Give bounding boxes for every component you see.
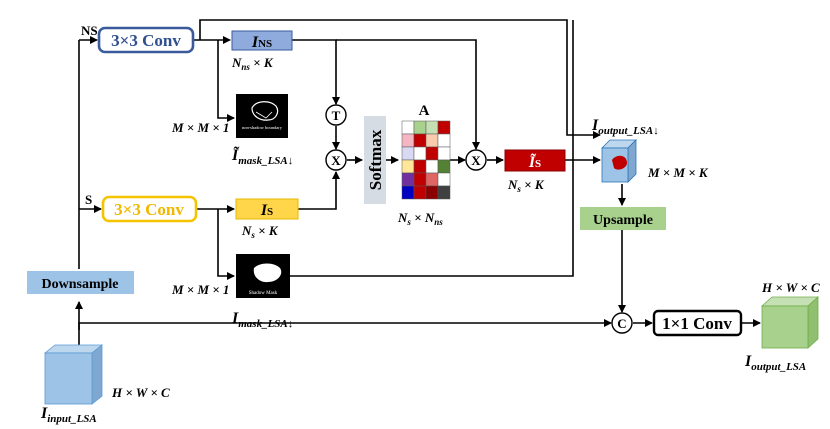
connectors (75, 19, 761, 345)
attention-cell (437, 146, 451, 161)
downsample-label: Downsample (41, 277, 118, 292)
attention-cell (437, 185, 451, 200)
input-cube (43, 344, 104, 405)
attention-cell (437, 133, 451, 148)
attention-cell (425, 133, 439, 148)
op-c: C (611, 312, 633, 334)
softmax-label: Softmax (366, 129, 385, 190)
downsample-block: Downsample (27, 271, 134, 294)
attention-cell (425, 120, 439, 135)
attention-cell (413, 159, 427, 174)
upsample-label: Upsample (593, 213, 653, 228)
edge-mask-loop (290, 20, 574, 277)
i-s-block: IS (235, 198, 299, 220)
op-t: T (325, 104, 347, 126)
attention-cell (413, 172, 427, 187)
i-ns-block: INS (231, 30, 293, 51)
edge-residual-to-output (199, 19, 601, 139)
conv-ns-box: 3×3 Conv (97, 26, 195, 54)
s-branch-label: S (85, 192, 92, 207)
attention-matrix (401, 120, 451, 200)
svg-text:X: X (331, 153, 341, 168)
edge-ins-to-x2 (336, 39, 480, 150)
i-input-label: Iinput_LSA (40, 405, 97, 425)
attention-cell (437, 172, 451, 187)
edge-conv-ns-to-mask-top (217, 40, 235, 122)
attention-cell (425, 159, 439, 174)
svg-text:X: X (471, 153, 481, 168)
i-output-label: Ioutput_LSA (744, 353, 806, 373)
i-s-tilde-dims: Ns × K (507, 177, 545, 194)
output-dims: H × W × C (761, 280, 820, 295)
i-s-label: IS (260, 202, 273, 219)
conv-1x1-label: 1×1 Conv (662, 314, 732, 333)
attention-cell (413, 146, 427, 161)
attention-cell (401, 120, 415, 135)
edge-input-to-c (78, 319, 612, 330)
attention-cell (413, 133, 427, 148)
attention-cell (401, 185, 415, 200)
mask-bottom-dims: M × M × 1 (171, 282, 229, 297)
output-lsa-down-cube (601, 139, 637, 183)
i-s-dims: Ns × K (241, 223, 279, 240)
attention-cell (401, 172, 415, 187)
i-s-tilde-label: ĨS (528, 152, 541, 171)
i-ns-label: INS (251, 34, 272, 51)
op-x2: X (465, 149, 487, 171)
attention-cell (425, 185, 439, 200)
attention-cell (437, 120, 451, 135)
mask-top-image: non-shadow boundary (236, 94, 288, 138)
mask-top-label: Ĩmask_LSA↓ (231, 145, 293, 167)
edge-conv-s-to-mask-bottom (217, 209, 235, 280)
mask-top-caption: non-shadow boundary (242, 125, 283, 130)
svg-text:C: C (617, 316, 626, 331)
attention-cell (413, 185, 427, 200)
attention-cell (437, 159, 451, 174)
attention-label: A (419, 103, 430, 119)
attention-cell (401, 159, 415, 174)
op-x1: X (325, 149, 347, 171)
mask-top-dims: M × M × 1 (171, 120, 229, 135)
output-cube (760, 296, 820, 349)
edge-is-to-x1 (298, 171, 340, 210)
attention-cell (413, 120, 427, 135)
softmax-block: Softmax (364, 116, 386, 204)
attention-dims: Ns × Nns (397, 210, 443, 227)
mask-bottom-image: Shadow Mask (236, 254, 290, 298)
output-lsa-down-dims: M × M × K (647, 165, 709, 180)
mask-bottom-caption: Shadow Mask (249, 291, 278, 296)
ns-branch-label: NS (81, 23, 98, 38)
input-dims: H × W × C (111, 385, 170, 400)
mask-bottom-label: Imask_LSA↓ (231, 310, 293, 330)
i-ns-dims: Nns × K (231, 55, 274, 72)
conv-ns-label: 3×3 Conv (111, 31, 181, 50)
i-s-tilde-block: ĨS (504, 149, 566, 172)
attention-cell (401, 146, 415, 161)
svg-text:T: T (332, 108, 341, 123)
attention-cell (425, 172, 439, 187)
attention-cell (401, 133, 415, 148)
conv-s-label: 3×3 Conv (114, 200, 184, 219)
conv-s-box: 3×3 Conv (101, 195, 198, 223)
attention-cell (425, 146, 439, 161)
i-output-lsa-down-label: Ioutput_LSA↓ (591, 117, 659, 137)
upsample-block: Upsample (580, 207, 666, 230)
conv-1x1-box: 1×1 Conv (652, 309, 743, 337)
edge-ins-to-t (292, 39, 340, 105)
